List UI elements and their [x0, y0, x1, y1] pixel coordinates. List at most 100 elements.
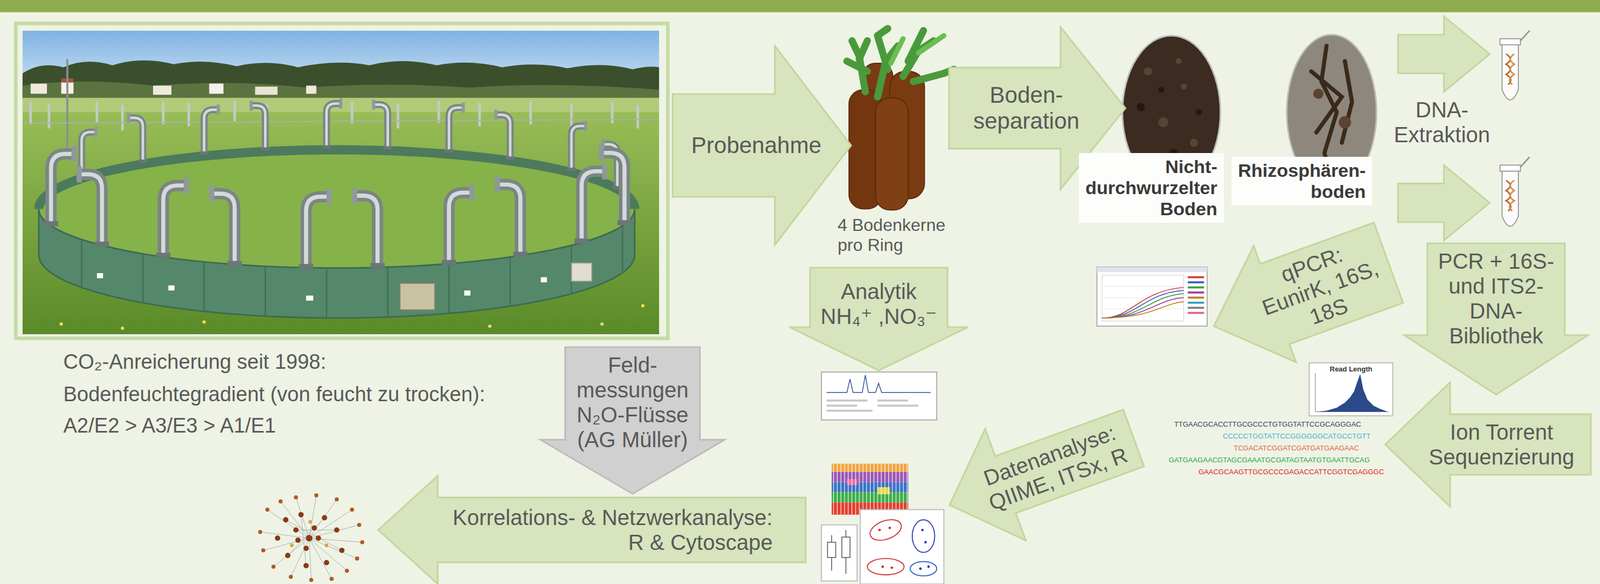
field-photo: [254, 86, 278, 95]
chromatogram-screenshot: [821, 372, 937, 421]
label-anchor: DNA- Extraktion: [1393, 97, 1491, 148]
soil-cores: [846, 28, 954, 97]
field-photo: [495, 176, 528, 258]
text-block: Ion Torrent Sequenzierung: [1423, 419, 1580, 470]
qpcr-screenshot: [1187, 306, 1204, 309]
label-anchor: 4 Bodenkerne pro Ring: [837, 215, 954, 256]
field-photo: [233, 101, 236, 122]
extraction-arrows: [1398, 165, 1491, 241]
read-length-chart: [1314, 373, 1316, 413]
qpcr-screenshot: [1187, 291, 1204, 294]
process-arrow: Feld- messungen N₂O-Flüsse (AG Müller): [540, 347, 725, 495]
network-graph: [295, 537, 301, 544]
soil-samples: [1341, 61, 1353, 143]
network-graph: [303, 545, 309, 552]
label-anchor: CCCCCTGGTATTCCGGGGGGCATGCCTGTT: [1222, 432, 1371, 441]
field-photo: [81, 239, 83, 288]
ordination-plot: [910, 562, 937, 577]
label-anchor: Read Length: [1329, 365, 1373, 374]
ordination-plot: [920, 529, 924, 532]
field-photo: [96, 273, 103, 279]
field-photo: [264, 266, 266, 316]
note-text: A2/E2 > A3/E3 > A1/E1: [63, 414, 276, 439]
ordination-plot: [867, 558, 905, 576]
arrow-outline: [540, 347, 725, 495]
node-text: Analytik NH₄⁺ ,NO₃⁻: [816, 279, 941, 329]
network-graph: [308, 578, 314, 583]
label-anchor: TCGACATCGGATCGATGATGAAGAAC: [1233, 444, 1360, 453]
ordination-plot: [890, 566, 894, 570]
field-photo: [168, 285, 175, 291]
field-photo: [396, 103, 400, 129]
sequence-text: CCCCCTGGTATTCCGGGGGGCATGCCTGTT: [1222, 432, 1371, 441]
network-graph: [308, 495, 316, 539]
chromatogram-screenshot: [826, 404, 858, 407]
soil-cores: [846, 61, 868, 72]
network-graph: [333, 527, 340, 533]
step-label: DNA- Extraktion: [1393, 97, 1491, 148]
network-graph: [274, 512, 345, 569]
qpcr-screenshot: [1096, 267, 1208, 327]
text-block: Nicht- durchwurzelter Boden: [1085, 156, 1218, 220]
text-block: Feld- messungen N₂O-Flüsse (AG Müller): [571, 352, 694, 453]
field-photo: [161, 101, 165, 124]
soil-samples: [1311, 71, 1342, 133]
dna-tube: [1502, 44, 1519, 101]
network-graph: [329, 577, 334, 582]
ordination-plot: [867, 516, 905, 545]
network-graph: [300, 515, 306, 566]
field-photo: [199, 104, 220, 155]
network-graph: [263, 538, 310, 551]
qpcr-screenshot: [1187, 296, 1204, 299]
field-photo: [142, 253, 144, 303]
read-length-chart: [1309, 363, 1394, 417]
chromatogram-screenshot: [877, 404, 919, 407]
network-graph: [290, 538, 309, 578]
field-photo: [488, 324, 492, 328]
dna-tube: [1509, 180, 1515, 212]
soil-samples: [1143, 57, 1198, 167]
text-block: Datenanalyse: QIIME, ITSx, R: [971, 417, 1137, 518]
network-graph: [354, 556, 360, 562]
field-photo: [47, 103, 51, 129]
field-photo: [442, 184, 475, 266]
boxplot-chart: [845, 530, 847, 538]
boxplot-chart: [845, 557, 847, 575]
ordination-plot: [860, 509, 945, 584]
network-graph: [295, 530, 337, 531]
qpcr-screenshot: [1187, 276, 1204, 279]
field-photo: [203, 261, 205, 311]
chart-title: Read Length: [1329, 365, 1373, 374]
network-graph: [324, 543, 329, 548]
arrow-outline: [929, 382, 1154, 562]
network-graph: [280, 501, 310, 539]
field-photo: [96, 273, 548, 301]
sequence-text: TTGAACGCACCTTGCGCCCTGTGGTATTCCGCAGGGAC: [1174, 420, 1361, 430]
network-graph: [344, 569, 350, 574]
soil-cores: [907, 30, 924, 62]
field-photo: [187, 102, 191, 127]
text-block: Rhizosphären- boden: [1238, 160, 1366, 203]
network-graph: [258, 530, 263, 535]
network-graph: [308, 538, 332, 579]
field-photo: [30, 83, 48, 95]
field-photo: [127, 113, 148, 163]
network-graph: [290, 543, 294, 548]
soil-samples: [1195, 109, 1202, 116]
network-graph: [265, 508, 270, 513]
ordination-plot: [919, 529, 931, 571]
field-photo: [156, 177, 189, 259]
network-graph: [315, 535, 321, 542]
process-arrow: Ion Torrent Sequenzierung: [1385, 382, 1591, 508]
qpcr-screenshot: [1187, 276, 1204, 315]
dna-tube: [1502, 171, 1519, 227]
field-photo: [610, 101, 614, 124]
network-graph: [339, 548, 345, 554]
field-photo: [120, 326, 124, 331]
ordination-plot: [919, 567, 923, 571]
node-text: Ion Torrent Sequenzierung: [1423, 419, 1580, 470]
process-arrow: Analytik NH₄⁺ ,NO₃⁻: [789, 267, 969, 371]
node-text: PCR + 16S- und ITS2-DNA- Bibliothek: [1433, 248, 1559, 349]
ordination-plot: [878, 527, 894, 570]
